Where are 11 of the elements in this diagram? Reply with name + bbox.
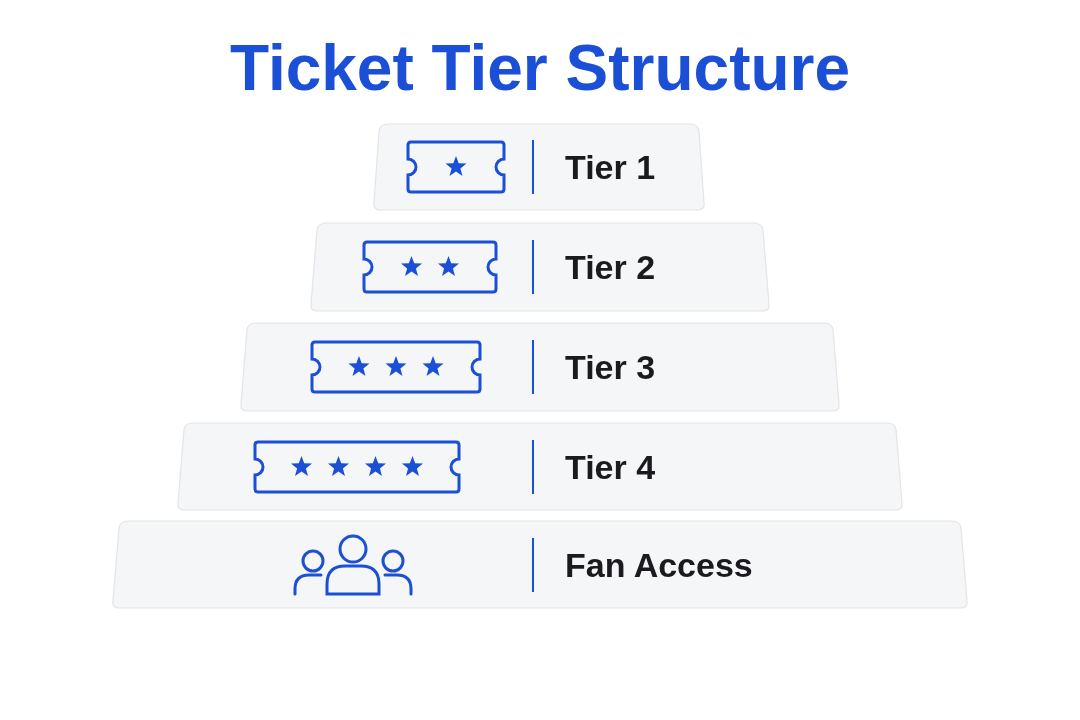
tier-band: [240, 322, 840, 412]
tier-label: Tier 1: [565, 147, 656, 187]
tier-label: Tier 4: [565, 446, 656, 487]
tier-band: [373, 123, 705, 211]
tier-band: [177, 422, 903, 511]
tier-label: Tier 2: [565, 247, 656, 287]
tier-label: Fan Access: [565, 544, 753, 585]
tier-band: [112, 520, 968, 609]
title: Ticket Tier Structure: [228, 31, 852, 106]
tier-band: [310, 222, 770, 312]
tier-label: Tier 3: [565, 347, 656, 387]
